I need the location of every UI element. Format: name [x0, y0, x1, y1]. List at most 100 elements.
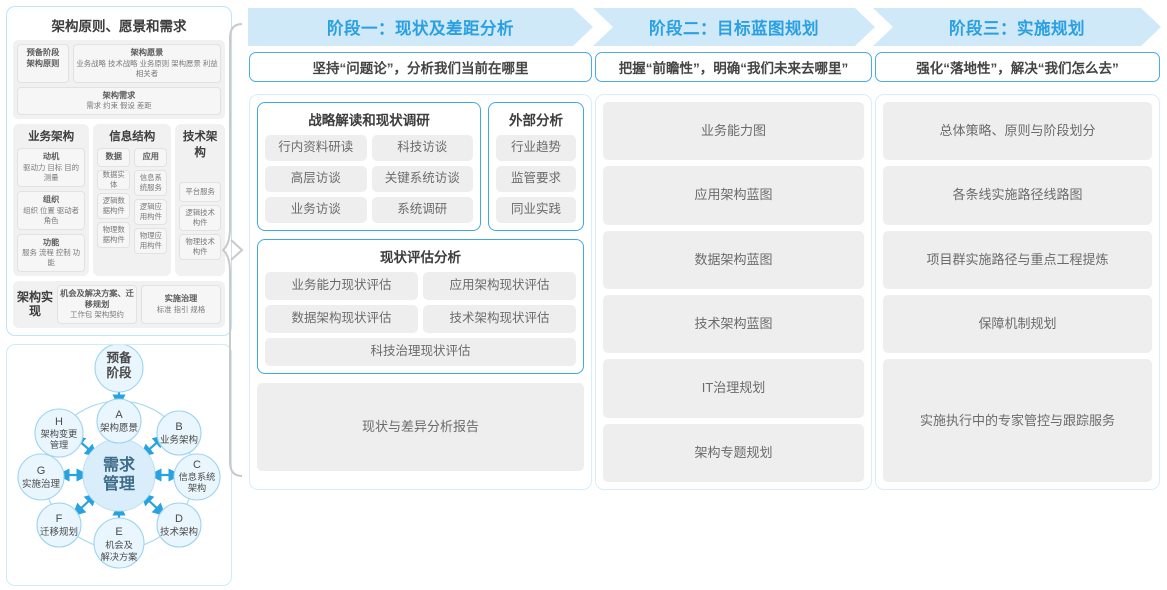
- current-state-assessment-title: 现状评估分析: [380, 250, 461, 265]
- adm-node-A-letter: A: [115, 409, 123, 421]
- data-entity-label: 数据实体: [102, 169, 125, 189]
- implementation-row: 架构实现 机会及解决方案、迁移规划 工作包 架构契约 实施治理 标准 指引 规格: [13, 281, 225, 329]
- prep-stage-box: 预备阶段 架构原则: [17, 44, 69, 83]
- chip-assessment-2[interactable]: 数据架构现状评估: [265, 305, 418, 333]
- phase-1-report[interactable]: 现状与差异分析报告: [257, 383, 584, 471]
- chip-phase3-0[interactable]: 总体策略、原则与阶段划分: [883, 102, 1152, 161]
- infographic-canvas: 架构原则、愿景和需求 预备阶段 架构原则 架构愿景 业务战略 技术战略 业务原则…: [6, 6, 1161, 587]
- logical-app-label: 逻辑应用构件: [139, 201, 162, 221]
- motivation-box: 动机 驱动力 目标 目的 测量: [17, 148, 86, 187]
- phase-2-subtitle: 把握“前瞻性”，明确“我们未来去哪里”: [595, 52, 872, 82]
- platform-service-label: 平台服务: [185, 187, 215, 197]
- business-architecture-column: 业务架构 动机 驱动力 目标 目的 测量 组织 组织 位置 驱动者 角色 功能 …: [13, 124, 90, 277]
- adm-node-G-letter: G: [37, 465, 46, 477]
- adm-node-C-label2: 架构: [188, 482, 206, 493]
- adm-center-line1: 需求: [103, 455, 136, 474]
- chip-assessment-1[interactable]: 应用架构现状评估: [423, 272, 576, 300]
- architecture-vision-items: 业务战略 技术战略 业务原则 架构愿景 利益相关者: [76, 58, 218, 78]
- prep-stage-line2: 架构原则: [26, 58, 60, 68]
- phase-1-subtitle: 坚持“问题论”，分析我们当前在哪里: [249, 52, 592, 82]
- adm-node-B-label: 业务架构: [160, 434, 198, 446]
- adm-node-D-label: 技术架构: [160, 526, 198, 538]
- external-analysis-group: 外部分析 行业趋势 监管要求 同业实践: [488, 102, 584, 231]
- chip-phase2-4[interactable]: IT治理规划: [603, 359, 864, 418]
- is-service-box: 信息系统服务: [134, 169, 168, 196]
- data-head-box: 数据: [97, 148, 131, 167]
- framework-title: 架构原则、愿景和需求: [51, 19, 187, 34]
- adm-node-B-letter: B: [175, 421, 182, 433]
- adm-prep-line2: 阶段: [106, 365, 132, 380]
- phase-3-body: 总体策略、原则与阶段划分 各条线实施路径线路图 项目群实施路径与重点工程提炼 保…: [875, 94, 1160, 490]
- logical-tech-label: 逻辑技术构件: [185, 208, 215, 228]
- logical-app-box: 逻辑应用构件: [134, 198, 168, 225]
- application-head-box: 应用: [134, 148, 168, 167]
- chip-phase2-3[interactable]: 技术架构蓝图: [603, 294, 864, 354]
- physical-data-label: 物理数据构件: [102, 224, 125, 244]
- chip-phase2-5[interactable]: 架构专题规划: [603, 423, 864, 482]
- chip-phase3-4[interactable]: 实施执行中的专家管控与跟踪服务: [883, 359, 1152, 482]
- chip-external-1[interactable]: 监管要求: [496, 166, 576, 192]
- technology-architecture-title: 技术架构: [182, 131, 218, 160]
- adm-cycle-svg: 需求 管理 预备 阶段 A 架构愿景 B 业务架构 C 信息系统 架构: [17, 343, 221, 569]
- left-column: 架构原则、愿景和需求 预备阶段 架构原则 架构愿景 业务战略 技术战略 业务原则…: [6, 6, 232, 587]
- physical-tech-box: 物理技术构件: [179, 234, 221, 261]
- chip-phase2-2[interactable]: 数据架构蓝图: [603, 230, 864, 289]
- organization-box: 组织 组织 位置 驱动者 角色: [17, 190, 86, 230]
- chip-assessment-0[interactable]: 业务能力现状评估: [265, 272, 418, 300]
- implementation-governance-head: 实施治理: [164, 294, 198, 304]
- adm-node-C-letter: C: [193, 459, 201, 471]
- chip-phase3-2[interactable]: 项目群实施路径与重点工程提炼: [883, 230, 1152, 290]
- phase-1-body: 战略解读和现状调研 行内资料研读 科技访谈 高层访谈 关键系统访谈 业务访谈 系…: [249, 94, 592, 490]
- phase-1-header: 阶段一：现状及差距分析: [248, 8, 593, 46]
- adm-node-E-label1: 机会及: [105, 539, 133, 550]
- chip-strategy-4[interactable]: 业务访谈: [265, 197, 367, 223]
- chip-phase3-3[interactable]: 保障机制规划: [883, 295, 1152, 354]
- togaf-content-framework: 架构原则、愿景和需求 预备阶段 架构原则 架构愿景 业务战略 技术战略 业务原则…: [6, 6, 232, 337]
- prep-stage-line1: 预备阶段: [26, 48, 60, 57]
- adm-node-E-letter: E: [115, 526, 122, 538]
- chip-phase2-0[interactable]: 业务能力图: [603, 102, 864, 161]
- architecture-vision-box: 架构愿景 业务战略 技术战略 业务原则 架构愿景 利益相关者: [73, 44, 221, 83]
- logical-data-box: 逻辑数据构件: [97, 192, 131, 219]
- chip-phase2-1[interactable]: 应用架构蓝图: [603, 166, 864, 225]
- phase-2-body: 业务能力图 应用架构蓝图 数据架构蓝图 技术架构蓝图 IT治理规划 架构专题规划: [595, 94, 872, 490]
- chip-phase3-1[interactable]: 各条线实施路径线路图: [883, 166, 1152, 225]
- vision-row: 预备阶段 架构原则 架构愿景 业务战略 技术战略 业务原则 架构愿景 利益相关者…: [13, 40, 225, 120]
- chip-external-2[interactable]: 同业实践: [496, 197, 576, 223]
- chip-assessment-4[interactable]: 科技治理现状评估: [265, 338, 576, 366]
- adm-node-A-label: 架构愿景: [100, 422, 138, 434]
- chip-strategy-1[interactable]: 科技访谈: [371, 135, 473, 161]
- adm-center-line2: 管理: [103, 474, 135, 493]
- technology-architecture-column: 技术架构 平台服务 逻辑技术构件 物理技术构件: [175, 124, 225, 277]
- organization-items: 组织 位置 驱动者 角色: [23, 205, 80, 225]
- organization-head: 组织: [42, 194, 60, 204]
- logical-tech-box: 逻辑技术构件: [179, 205, 221, 232]
- current-state-assessment-group: 现状评估分析 业务能力现状评估 应用架构现状评估 数据架构现状评估 技术架构现状…: [257, 239, 584, 374]
- opportunity-migration-box: 机会及解决方案、迁移规划 工作包 架构契约: [57, 285, 137, 325]
- information-structure-column: 信息结构 数据 数据实体 逻辑数据构件: [93, 124, 172, 277]
- adm-node-C-label1: 信息系统: [179, 471, 216, 482]
- chip-external-0[interactable]: 行业趋势: [496, 135, 576, 161]
- physical-app-box: 物理应用构件: [134, 227, 168, 254]
- chip-assessment-3[interactable]: 技术架构现状评估: [423, 305, 576, 333]
- application-head: 应用: [142, 152, 159, 162]
- information-structure-title: 信息结构: [109, 131, 156, 144]
- chip-strategy-5[interactable]: 系统调研: [371, 197, 473, 223]
- brace-connector: [222, 23, 244, 477]
- adm-node-H-label2: 管理: [50, 439, 68, 450]
- phase-3-header: 阶段三：实施规划: [873, 8, 1161, 46]
- strategy-research-title: 战略解读和现状调研: [308, 113, 430, 128]
- physical-tech-label: 物理技术构件: [185, 237, 215, 257]
- chip-strategy-2[interactable]: 高层访谈: [265, 166, 367, 192]
- chip-strategy-3[interactable]: 关键系统访谈: [371, 166, 473, 192]
- function-box: 功能 服务 流程 控制 功能: [17, 233, 86, 273]
- adm-node-H-letter: H: [55, 416, 63, 428]
- phase-3-subtitle: 强化“落地性”，解决“我们怎么去”: [875, 52, 1160, 82]
- data-head: 数据: [105, 152, 122, 162]
- architecture-requirement-items: 需求 约束 假设 差距: [86, 101, 152, 111]
- architecture-requirement-title: 架构需求: [102, 90, 136, 100]
- implementation-label: 架构实现: [17, 289, 54, 318]
- is-service-label: 信息系统服务: [139, 172, 162, 192]
- chip-strategy-0[interactable]: 行内资料研读: [265, 135, 367, 161]
- data-entity-box: 数据实体: [97, 169, 131, 190]
